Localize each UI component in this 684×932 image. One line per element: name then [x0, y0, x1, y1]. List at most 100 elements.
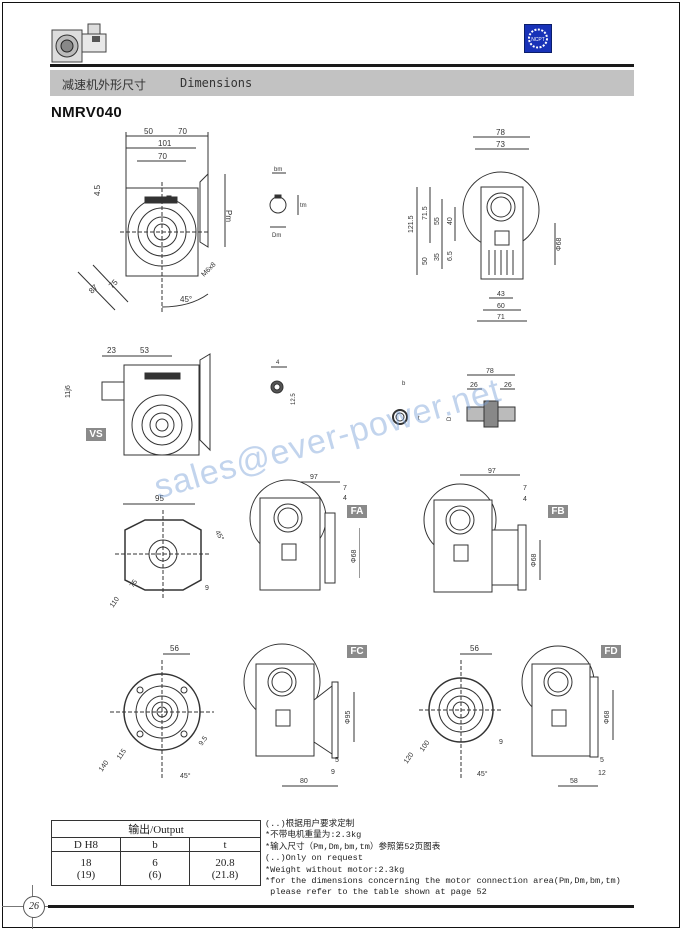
side-view-drawing: 78 73 121.5 71.5 55 40 50 35 6.5 43 60 7…	[408, 128, 563, 322]
svg-text:9: 9	[205, 585, 209, 592]
table-cell: 18(19)	[51, 851, 121, 886]
svg-text:97: 97	[310, 474, 318, 481]
company-logo: NCPT	[524, 24, 552, 53]
svg-text:60: 60	[497, 303, 505, 310]
note-line: *for the dimensions concerning the motor…	[265, 876, 621, 887]
section-title-en: Dimensions	[180, 76, 253, 90]
table-cell: 6(6)	[120, 851, 190, 886]
col-header-t: t	[189, 837, 261, 852]
svg-text:45°: 45°	[477, 770, 488, 778]
svg-text:Φ68: Φ68	[556, 238, 563, 251]
fa-side-drawing: 97 7 4 Φ68	[249, 474, 360, 591]
table-cell: 20.8(21.8)	[189, 851, 261, 886]
svg-text:bm: bm	[274, 167, 282, 173]
svg-text:6.5: 6.5	[447, 251, 454, 261]
svg-text:53: 53	[140, 346, 149, 355]
svg-text:Pm: Pm	[224, 210, 233, 222]
fd-side-drawing: Φ68 5 12 58	[521, 645, 614, 787]
svg-text:23: 23	[107, 346, 116, 355]
vs-shaft-section: 4 12.5	[270, 360, 297, 405]
svg-text:9: 9	[499, 739, 503, 746]
gearbox-thumbnail-icon	[51, 23, 107, 63]
svg-text:5: 5	[335, 757, 339, 764]
footer-rule	[48, 905, 634, 908]
svg-text:87: 87	[87, 282, 100, 295]
output-table: 输出/Output D H8 b t 18(19) 6(6) 20.8(21.8…	[51, 820, 261, 886]
fa-flange-drawing: 95 45° 75 110 9	[109, 494, 226, 609]
svg-text:50: 50	[422, 257, 429, 265]
svg-text:12: 12	[598, 770, 606, 777]
fc-side-drawing: Φ95 5 9 80	[243, 643, 355, 787]
svg-text:140: 140	[98, 759, 110, 773]
svg-text:4: 4	[343, 495, 347, 502]
note-line: *不带电机重量为:2.3kg	[265, 830, 362, 841]
hollow-shaft-side: 78 26 26 D	[447, 368, 516, 428]
svg-text:56: 56	[470, 644, 479, 653]
svg-text:b: b	[402, 381, 406, 387]
svg-text:100: 100	[419, 739, 431, 753]
fd-flange-drawing: 56 100 120 9 45°	[403, 644, 503, 778]
svg-text:75: 75	[107, 277, 120, 290]
svg-text:121.5: 121.5	[408, 215, 415, 233]
note-line: (..)根据用户要求定制	[265, 819, 355, 829]
fc-flange-drawing: 56 115 140 9.5 45°	[98, 644, 214, 780]
svg-text:Φ95: Φ95	[345, 711, 352, 724]
svg-text:9.5: 9.5	[198, 735, 209, 747]
model-title: NMRV040	[51, 104, 123, 121]
note-line: (..)Only on request	[265, 853, 363, 864]
front-view-drawing: 50 70 101 70 Pm 4.5 75 87 M6x8 45°	[77, 127, 233, 312]
svg-text:45°: 45°	[180, 295, 192, 304]
svg-text:Dm: Dm	[272, 233, 281, 239]
svg-text:26: 26	[470, 382, 478, 389]
svg-text:78: 78	[486, 368, 494, 375]
svg-text:115: 115	[116, 748, 128, 761]
svg-text:4.5: 4.5	[93, 184, 102, 196]
svg-text:4: 4	[276, 360, 280, 366]
svg-text:71: 71	[497, 314, 505, 321]
svg-text:9: 9	[331, 769, 335, 776]
svg-text:58: 58	[570, 778, 578, 785]
hollow-shaft-section: b t	[392, 381, 420, 425]
svg-text:Φ68: Φ68	[604, 711, 611, 724]
vs-view-drawing: 23 53 11j6	[65, 346, 211, 456]
svg-text:45°: 45°	[180, 772, 191, 780]
svg-text:70: 70	[158, 152, 167, 161]
svg-text:5: 5	[600, 757, 604, 764]
svg-text:70: 70	[178, 127, 187, 136]
gear-logo-icon: NCPT	[528, 28, 548, 49]
svg-text:NCPT: NCPT	[531, 37, 545, 43]
svg-text:95: 95	[155, 494, 164, 503]
fc-tag: FC	[347, 645, 367, 658]
svg-text:110: 110	[109, 596, 121, 609]
col-header-dh8: D H8	[51, 837, 121, 852]
svg-text:78: 78	[496, 128, 505, 137]
svg-text:26: 26	[504, 382, 512, 389]
note-line: *输入尺寸（Pm,Dm,bm,tm）参照第52页图表	[265, 841, 441, 852]
svg-text:43: 43	[497, 291, 505, 298]
svg-text:101: 101	[158, 139, 172, 148]
svg-text:t: t	[418, 416, 420, 422]
vs-tag: VS	[86, 428, 106, 441]
col-header-b: b	[120, 837, 190, 852]
svg-text:50: 50	[144, 127, 153, 136]
svg-text:12.5: 12.5	[291, 393, 297, 405]
svg-text:D: D	[447, 416, 453, 421]
svg-text:40: 40	[447, 217, 454, 225]
input-shaft-section: bm tm Dm	[269, 167, 307, 239]
output-table-title: 输出/Output	[51, 820, 261, 838]
fb-side-drawing: 97 7 4 Φ68	[423, 468, 541, 593]
svg-text:4: 4	[523, 496, 527, 503]
svg-text:Φ68: Φ68	[531, 554, 538, 567]
svg-text:7: 7	[523, 485, 527, 492]
svg-text:7: 7	[343, 485, 347, 492]
notes-block: (..)根据用户要求定制*不带电机重量为:2.3kg*输入尺寸（Pm,Dm,bm…	[265, 819, 621, 899]
fa-tag: FA	[347, 505, 367, 518]
svg-text:Φ68: Φ68	[351, 550, 358, 563]
header-rule	[50, 64, 634, 67]
svg-text:M6x8: M6x8	[200, 261, 217, 278]
svg-text:71.5: 71.5	[422, 206, 429, 220]
svg-text:35: 35	[434, 253, 441, 261]
svg-text:73: 73	[496, 140, 505, 149]
fb-tag: FB	[548, 505, 568, 518]
